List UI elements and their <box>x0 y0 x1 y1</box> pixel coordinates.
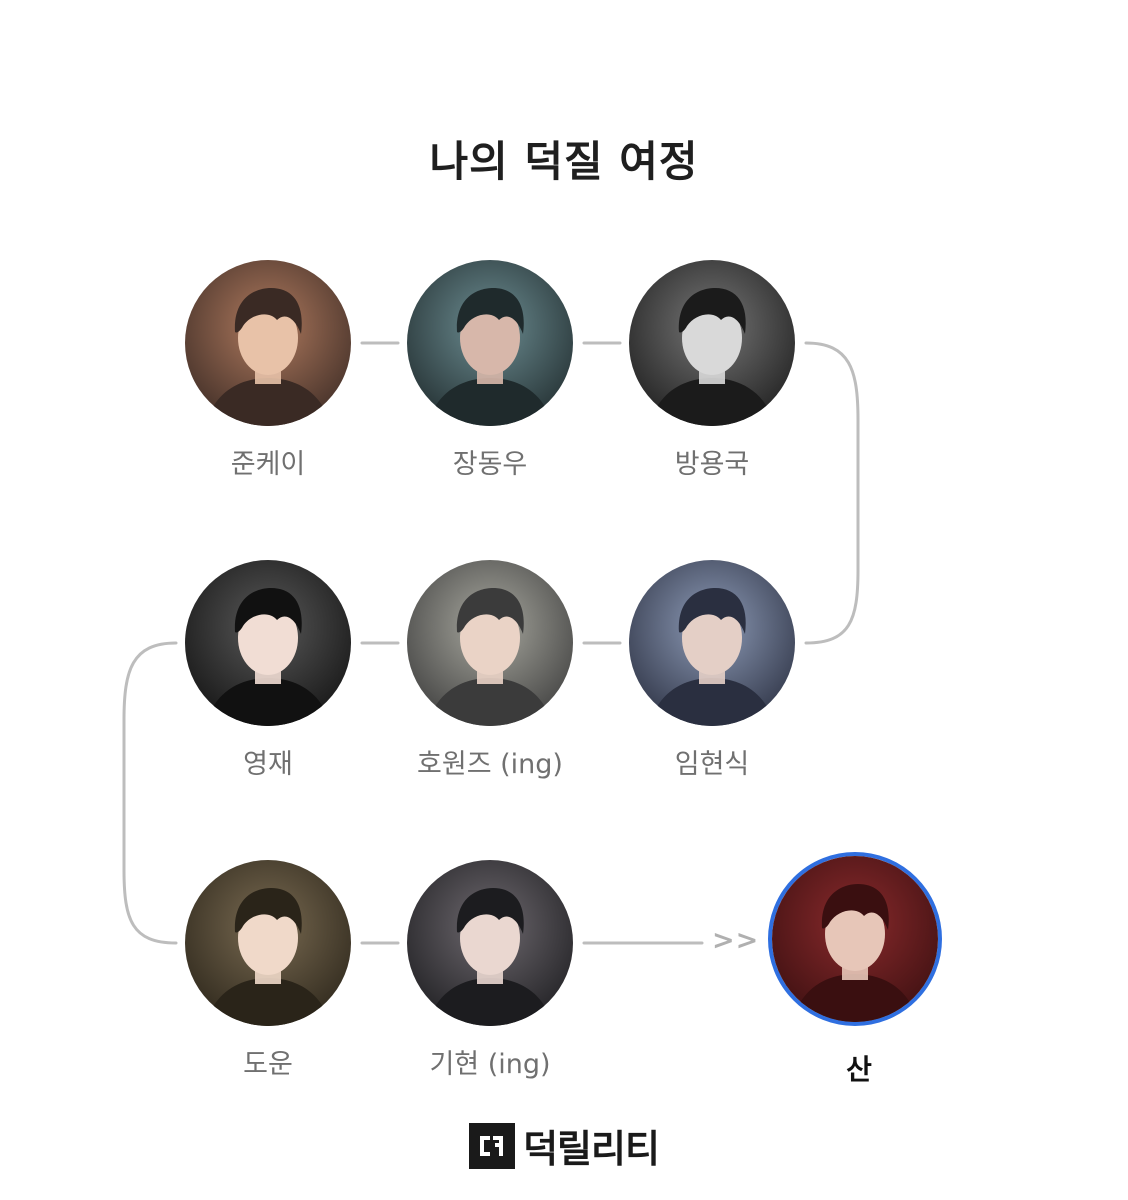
journey-node: 준케이 <box>185 260 351 480</box>
current-avatar <box>768 852 942 1026</box>
portrait-photo <box>407 260 573 426</box>
portrait-photo <box>407 860 573 1026</box>
arrow-icon: >> <box>712 925 760 956</box>
portrait-photo <box>185 260 351 426</box>
portrait-photo <box>629 560 795 726</box>
node-label: 준케이 <box>230 449 306 480</box>
node-label: 장동우 <box>452 449 528 480</box>
portrait-photo <box>185 860 351 1026</box>
node-label: 임현식 <box>674 749 750 780</box>
avatar <box>629 260 795 426</box>
portrait-photo <box>772 856 938 1022</box>
portrait-photo <box>185 560 351 726</box>
portrait-photo <box>407 560 573 726</box>
node-label: 영재 <box>243 749 293 780</box>
node-label: 기현 (ing) <box>429 1049 551 1080</box>
avatar <box>629 560 795 726</box>
node-label: 도운 <box>243 1049 293 1080</box>
avatar <box>407 860 573 1026</box>
connector-6-7 <box>122 641 178 945</box>
avatar <box>185 260 351 426</box>
connector-3-4 <box>804 341 860 645</box>
brand-name: 덕릴리티 <box>523 1127 660 1171</box>
current-node: 산 <box>768 852 942 1086</box>
journey-node: 기현 (ing) <box>407 860 573 1080</box>
avatar <box>185 560 351 726</box>
journey-node: 방용국 <box>629 260 795 480</box>
journey-node: 영재 <box>185 560 351 780</box>
journey-node: 장동우 <box>407 260 573 480</box>
brand-logo: 덕릴리티 <box>0 1118 1128 1173</box>
avatar <box>407 560 573 726</box>
journey-node: 호원즈 (ing) <box>407 560 573 780</box>
avatar <box>407 260 573 426</box>
journey-node: 도운 <box>185 860 351 1080</box>
journey-node: 임현식 <box>629 560 795 780</box>
page-title: 나의 덕질 여정 <box>429 137 699 186</box>
brand-mark-icon <box>469 1122 516 1169</box>
current-label: 산 <box>846 1053 872 1086</box>
node-label: 방용국 <box>674 449 750 480</box>
portrait-photo <box>629 260 795 426</box>
avatar <box>185 860 351 1026</box>
node-label: 호원즈 (ing) <box>417 749 563 780</box>
